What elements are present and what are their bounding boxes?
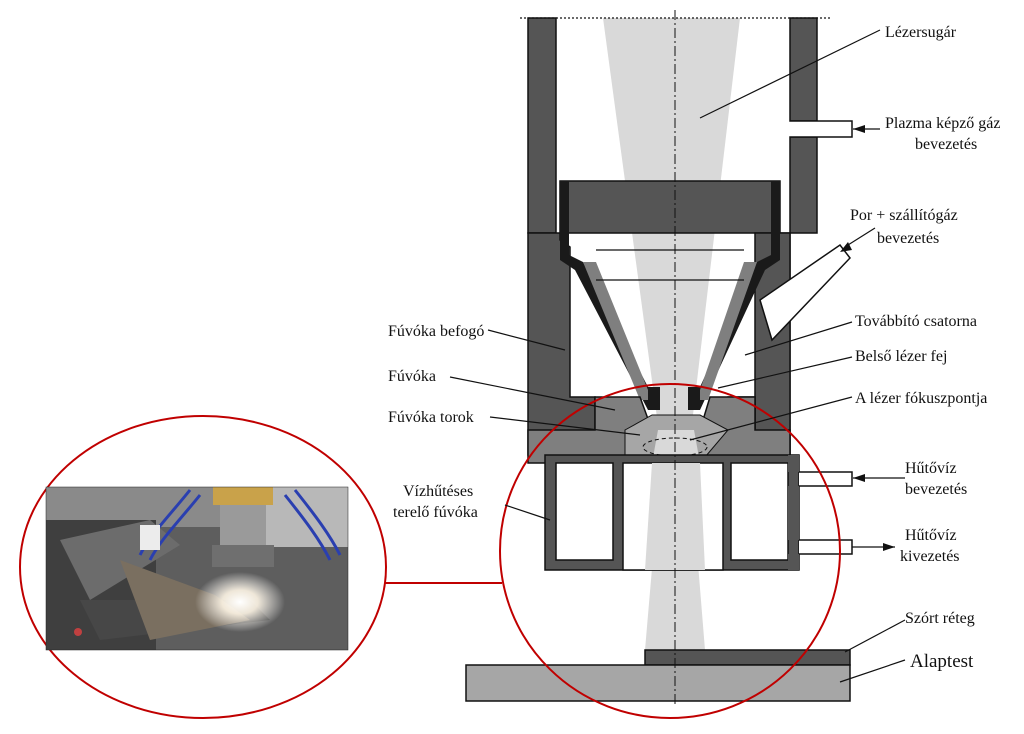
upper-barrel-wall-right [789, 17, 818, 122]
cooling-water-inlet-tube [799, 471, 853, 487]
label-vizhutes-1: Vízhűtéses [403, 483, 473, 500]
focal-point-ellipse [642, 437, 708, 457]
leader-por [847, 227, 876, 246]
nozzle-body-left [583, 262, 648, 400]
leader-szort-reteg [844, 619, 906, 653]
cooling-tube-stub-mid [788, 486, 799, 540]
sprayed-layer [644, 649, 851, 666]
upper-barrel-wall-right-lower [789, 136, 818, 234]
nozzle-body-right [700, 262, 757, 400]
cooling-tube-stub-bot [788, 554, 799, 570]
water-cooled-nozzle-right-cavity [730, 462, 789, 561]
label-hutoviz-be-1: Hűtővíz [905, 460, 957, 477]
label-hutoviz-ki-2: kivezetés [900, 548, 960, 565]
label-plazma-2: bevezetés [915, 136, 977, 153]
label-lezersugar: Lézersugár [885, 24, 957, 41]
leader-vizhutes [504, 504, 551, 521]
label-alaptest: Alaptest [910, 651, 974, 672]
label-hutoviz-be-2: bevezetés [905, 481, 967, 498]
arrow-hutoviz-be [853, 474, 865, 482]
label-tovabbito: Továbbító csatorna [855, 313, 977, 330]
label-szort-reteg: Szórt réteg [905, 610, 975, 627]
cooling-tube-stub-top [788, 455, 799, 472]
leader-fuvoka [449, 376, 616, 411]
base-body [465, 664, 851, 702]
label-por-1: Por + szállítógáz [850, 207, 958, 224]
label-belso-lezer: Belső lézer fej [855, 348, 947, 365]
arrow-hutoviz-ki [883, 543, 895, 551]
leader-fokusz [689, 396, 853, 441]
upper-barrel-wall-left [527, 17, 557, 234]
inner-laser-head-left-wall [560, 181, 660, 410]
laser-cladding-photo-icon [46, 487, 348, 650]
leader-belso-lezer [717, 356, 853, 389]
leader-lezersugar [699, 29, 881, 119]
cooling-water-outlet-tube [799, 539, 853, 555]
arrow-plazma [853, 125, 865, 133]
label-fokusz: A lézer fókuszpontja [855, 390, 987, 407]
inset-photo-frame [45, 486, 349, 651]
water-cooled-nozzle-left-cavity [555, 462, 614, 561]
leader-tovabbito [744, 321, 853, 356]
label-plazma-1: Plazma képző gáz [885, 115, 1001, 132]
highlight-circle-diagram [499, 383, 841, 719]
plasma-gas-inlet-tube [790, 120, 853, 138]
highlight-circle-photo [19, 415, 387, 719]
label-vizhutes-2: terelő fúvóka [393, 504, 478, 521]
leader-alaptest [839, 659, 906, 683]
leader-fuvoka-befogo [487, 329, 566, 351]
arrow-por [840, 242, 852, 252]
label-fuvoka: Fúvóka [388, 368, 436, 385]
powder-inlet-tube [759, 243, 851, 342]
leader-fuvoka-torok [489, 416, 641, 436]
label-por-2: bevezetés [877, 230, 939, 247]
label-hutoviz-ki-1: Hűtővíz [905, 527, 957, 544]
label-fuvoka-befogo: Fúvóka befogó [388, 323, 484, 340]
label-fuvoka-torok: Fúvóka torok [388, 409, 474, 426]
